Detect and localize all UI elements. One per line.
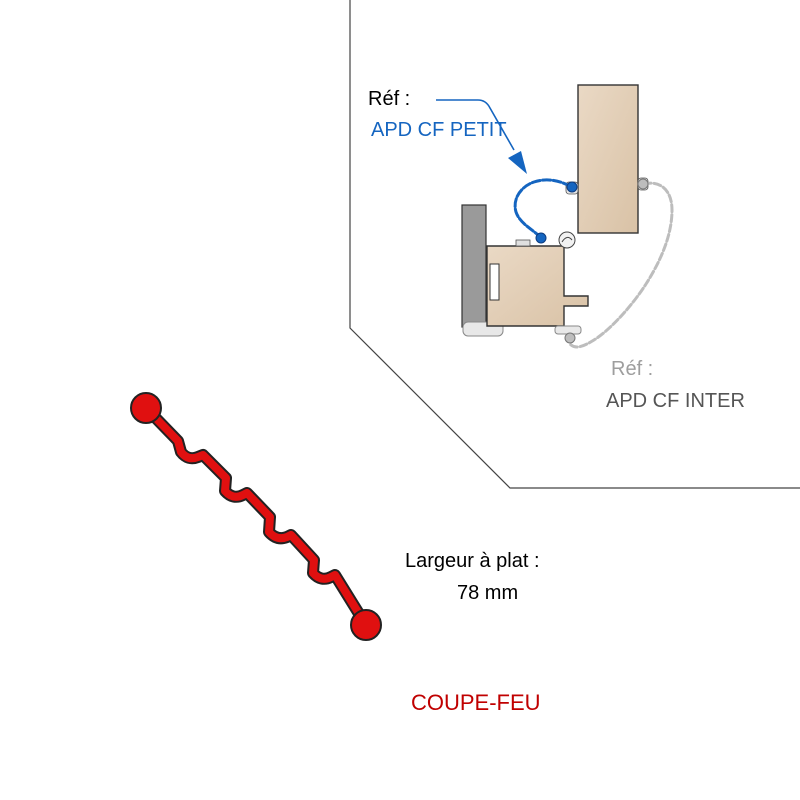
wall-section (461, 204, 487, 328)
callout-arrowhead-petit (508, 151, 527, 174)
seal-petit-end-bottom (535, 232, 547, 244)
seal-inter-end-bottom (564, 332, 576, 344)
flat-width-label: Largeur à plat : (405, 550, 540, 572)
frame-groove (489, 263, 500, 301)
frame-bottom-base (554, 325, 582, 335)
seal-petit-end-top (566, 181, 578, 193)
seal-petit (513, 178, 572, 240)
profile-end-bulb-bottom (350, 609, 382, 641)
seal-inter (568, 181, 674, 349)
callout-leader-petit (436, 99, 515, 151)
seal-inter-end-top (637, 178, 649, 190)
ref-value-inter: APD CF INTER (606, 390, 745, 412)
flat-width-value: 78 mm (457, 582, 519, 604)
hinge-screw (558, 231, 576, 249)
ref-label-petit: Réf : (368, 88, 411, 110)
hinge-screw-mark (561, 236, 573, 243)
detail-inset-frame (349, 0, 800, 489)
door-leaf-wood (577, 84, 639, 234)
ref-label-inter: Réf : (611, 358, 654, 380)
door-frame-wood (486, 245, 589, 327)
clip-frame-top (515, 239, 531, 247)
category-label: COUPE-FEU (411, 690, 541, 715)
profile-end-bulb-top (130, 392, 162, 424)
ref-value-petit: APD CF PETIT (371, 119, 507, 141)
profile-flat-shape-fill (142, 404, 370, 629)
